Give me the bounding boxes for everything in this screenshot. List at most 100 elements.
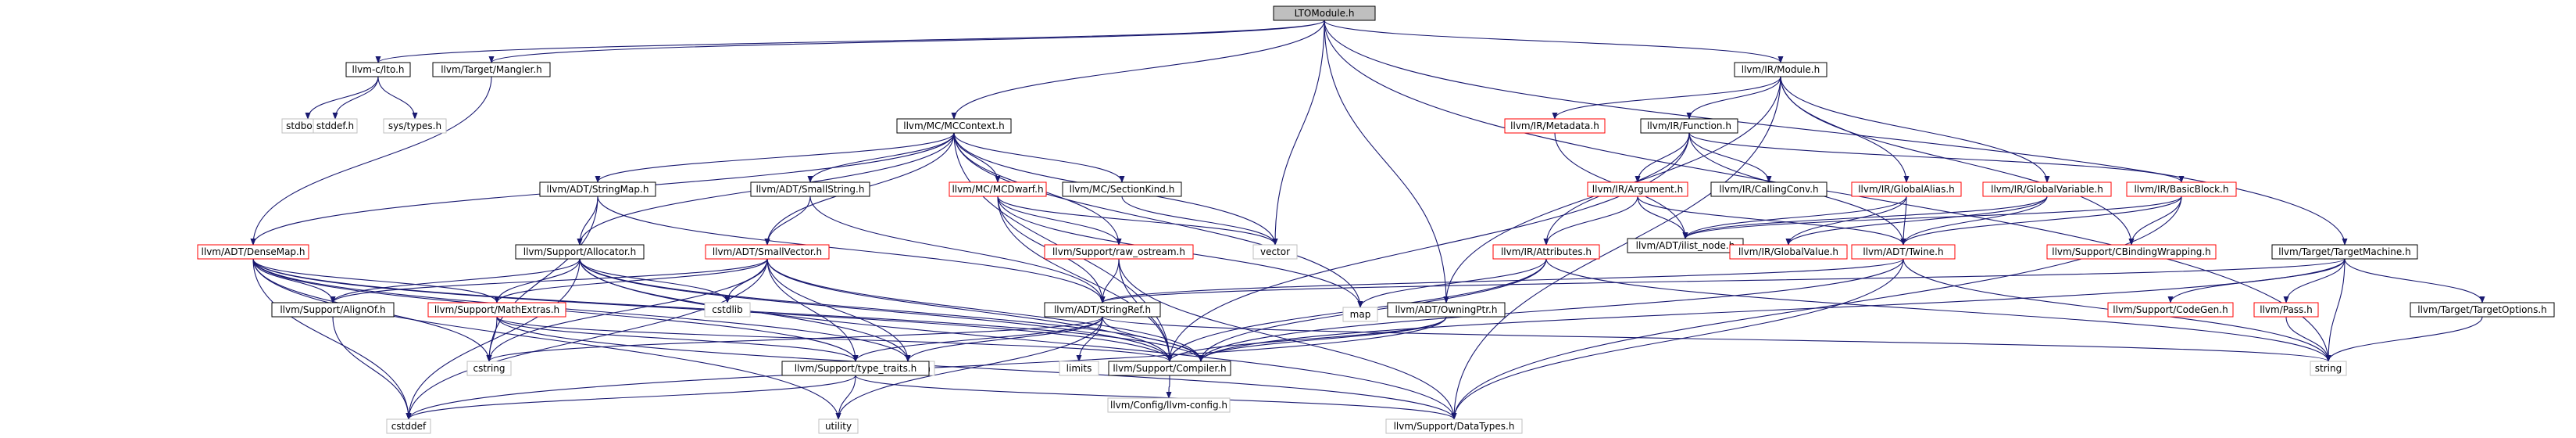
node-label: llvm/IR/Module.h xyxy=(1742,64,1820,75)
node-owningptr[interactable]: llvm/ADT/OwningPtr.h xyxy=(1387,302,1506,318)
node-basicblock[interactable]: llvm/IR/BasicBlock.h xyxy=(2126,181,2237,197)
node-twine[interactable]: llvm/ADT/Twine.h xyxy=(1851,244,1956,260)
edge-smallvector-to-typetraits xyxy=(766,258,859,362)
node-mangler[interactable]: llvm/Target/Mangler.h xyxy=(432,62,551,77)
edge-owningptr-to-cassert xyxy=(1198,316,1447,362)
edge-stringmap-to-cstring xyxy=(486,196,598,362)
edge-globalalias-to-twine xyxy=(1900,196,1907,246)
edge-root-to-irmodule xyxy=(1324,20,1784,63)
node-globalvalue[interactable]: llvm/IR/GlobalValue.h xyxy=(1729,244,1848,260)
edge-allocator-to-mathextras xyxy=(494,258,581,303)
node-densemap[interactable]: llvm/ADT/DenseMap.h xyxy=(197,244,309,260)
node-box xyxy=(1273,5,1376,21)
edge-typetraits-to-cstddef xyxy=(406,375,856,420)
node-label: llvm/IR/GlobalVariable.h xyxy=(1991,184,2103,195)
node-callingconv[interactable]: llvm/IR/CallingConv.h xyxy=(1710,181,1827,197)
node-box xyxy=(781,361,930,376)
node-mcdwarf[interactable]: llvm/MC/MCDwarf.h xyxy=(949,181,1047,197)
edge-function-to-compiler xyxy=(1167,132,1690,362)
node-pass[interactable]: llvm/Pass.h xyxy=(2253,302,2319,318)
node-rawostream[interactable]: llvm/Support/raw_ostream.h xyxy=(1044,244,1194,260)
node-label: vector xyxy=(1260,246,1290,257)
node-globalalias[interactable]: llvm/IR/GlobalAlias.h xyxy=(1851,181,1962,197)
edge-lto-to-systypes xyxy=(377,76,418,120)
edge-irmodule-to-metadata xyxy=(1552,76,1781,120)
node-ilistnode[interactable]: llvm/ADT/ilist_node.h xyxy=(1627,238,1744,253)
node-vector: vector xyxy=(1252,244,1298,260)
node-irmodule[interactable]: llvm/IR/Module.h xyxy=(1734,62,1827,77)
node-string: string xyxy=(2310,361,2347,376)
node-box xyxy=(1734,62,1827,77)
node-label: llvm/Support/Compiler.h xyxy=(1113,363,1226,374)
node-targetmachine[interactable]: llvm/Target/TargetMachine.h xyxy=(2271,244,2418,260)
node-box xyxy=(1108,361,1231,376)
node-attributes[interactable]: llvm/IR/Attributes.h xyxy=(1492,244,1600,260)
edge-twine-to-cassert xyxy=(1198,258,1904,362)
edge-basicblock-to-twine xyxy=(1900,196,2182,246)
edge-lto-to-stddef xyxy=(332,76,379,120)
node-box xyxy=(2253,302,2319,318)
node-smallstring[interactable]: llvm/ADT/SmallString.h xyxy=(750,181,870,197)
edge-allocator-to-cstdlib xyxy=(579,258,731,303)
node-label: LTOModule.h xyxy=(1295,8,1355,19)
node-stringref[interactable]: llvm/ADT/StringRef.h xyxy=(1044,302,1161,318)
node-box xyxy=(818,418,859,434)
node-sectionkind[interactable]: llvm/MC/SectionKind.h xyxy=(1062,181,1182,197)
edge-mcdwarf-to-compiler xyxy=(997,196,1173,362)
node-function[interactable]: llvm/IR/Function.h xyxy=(1640,118,1738,134)
edge-owningptr-to-compiler xyxy=(1167,316,1447,362)
node-box xyxy=(1982,181,2112,197)
node-stddef: stddef.h xyxy=(313,118,358,134)
node-label: llvm/IR/BasicBlock.h xyxy=(2134,184,2228,195)
edge-root-to-targetmachine xyxy=(1324,20,2348,246)
node-systypes: sys/types.h xyxy=(383,118,447,134)
edge-stringref-to-cassert xyxy=(1102,316,1204,362)
edge-typetraits-to-utility xyxy=(835,375,856,420)
edge-root-to-mccontext xyxy=(951,20,1325,120)
node-label: sys/types.h xyxy=(388,120,441,131)
node-box xyxy=(1252,244,1298,260)
edge-root-to-vector xyxy=(1272,20,1325,246)
node-allocator[interactable]: llvm/Support/Allocator.h xyxy=(515,244,645,260)
node-box xyxy=(197,244,309,260)
edge-densemap-to-cstddef xyxy=(252,258,412,420)
edge-stringref-to-string xyxy=(1102,316,2331,362)
node-limits: limits xyxy=(1059,361,1099,376)
node-typetraits[interactable]: llvm/Support/type_traits.h xyxy=(781,361,930,376)
node-box xyxy=(345,62,411,77)
edge-mcdwarf-to-rawostream xyxy=(997,196,1122,246)
node-codegen[interactable]: llvm/Support/CodeGen.h xyxy=(2107,302,2234,318)
node-label: llvm/IR/CallingConv.h xyxy=(1719,184,1818,195)
node-globalvariable[interactable]: llvm/IR/GlobalVariable.h xyxy=(1982,181,2112,197)
edge-mathextras-to-cstring xyxy=(486,316,498,362)
node-lto[interactable]: llvm-c/lto.h xyxy=(345,62,411,77)
node-mathextras[interactable]: llvm/Support/MathExtras.h xyxy=(427,302,566,318)
edge-mangler-to-densemap xyxy=(250,76,492,246)
edge-mathextras-to-datatypes xyxy=(496,316,1457,420)
edge-densemap-to-algorithm xyxy=(252,258,911,362)
edge-root-to-mangler xyxy=(488,20,1325,63)
node-argument[interactable]: llvm/IR/Argument.h xyxy=(1587,181,1688,197)
node-box xyxy=(1729,244,1848,260)
node-stringmap[interactable]: llvm/ADT/StringMap.h xyxy=(539,181,656,197)
edge-irmodule-to-datatypes xyxy=(1451,76,1781,420)
node-box xyxy=(1044,302,1161,318)
edge-stringmap-to-stringref xyxy=(597,196,1106,303)
node-smallvector[interactable]: llvm/ADT/SmallVector.h xyxy=(705,244,830,260)
edge-mathextras-to-typetraits xyxy=(496,316,859,362)
node-targetoptions[interactable]: llvm/Target/TargetOptions.h xyxy=(2410,302,2555,318)
node-label: llvm/Target/TargetMachine.h xyxy=(2278,246,2410,257)
node-cbinding[interactable]: llvm/Support/CBindingWrapping.h xyxy=(2046,244,2217,260)
edge-smallvector-to-cassert xyxy=(766,258,1204,362)
edge-stringref-to-limits xyxy=(1076,316,1103,362)
node-label: llvm/ADT/SmallString.h xyxy=(756,184,865,195)
node-box xyxy=(896,118,1012,134)
node-box xyxy=(1640,118,1738,134)
node-mccontext[interactable]: llvm/MC/MCContext.h xyxy=(896,118,1012,134)
node-alignof[interactable]: llvm/Support/AlignOf.h xyxy=(271,302,395,318)
edge-targetmachine-to-string xyxy=(2325,258,2346,362)
node-box xyxy=(1492,244,1600,260)
edge-globalvariable-to-twine xyxy=(1900,196,2048,246)
node-metadata[interactable]: llvm/IR/Metadata.h xyxy=(1504,118,1606,134)
node-compiler[interactable]: llvm/Support/Compiler.h xyxy=(1108,361,1231,376)
